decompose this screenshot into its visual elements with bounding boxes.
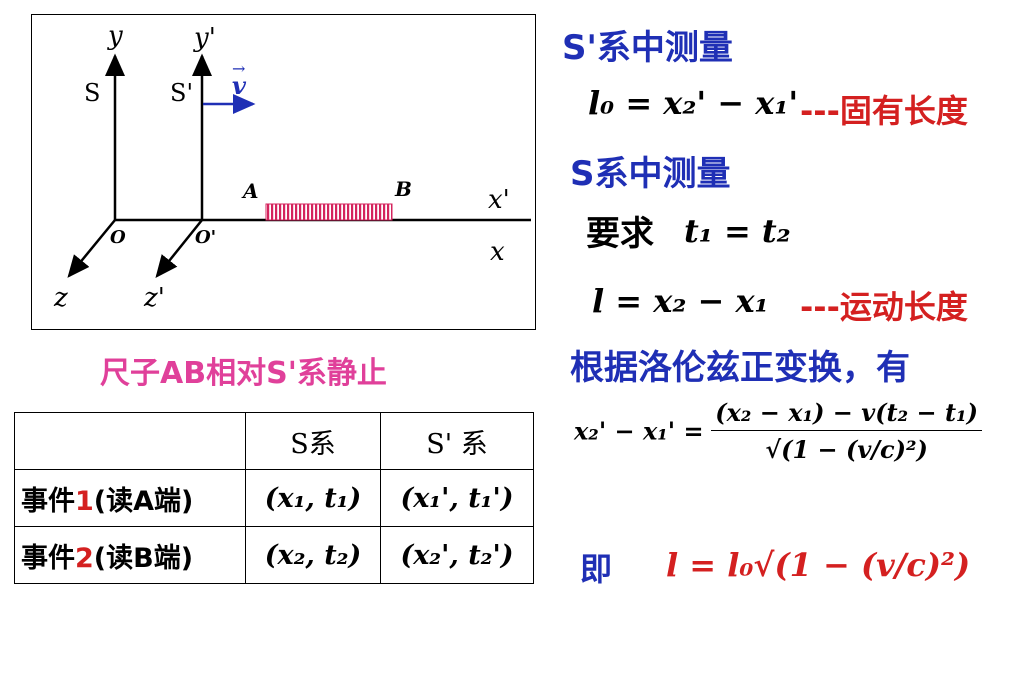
require-label: 要求 — [586, 214, 654, 254]
proper-length-note: ---固有长度 — [800, 92, 968, 130]
s-z-axis — [66, 218, 116, 278]
label-o: O — [110, 227, 126, 248]
velocity-vector-mark: → — [232, 59, 246, 78]
table-header-row: S系 S' 系 — [14, 412, 534, 470]
lorentz-numerator: (x₂ − x₁) − v(t₂ − t₁) — [711, 398, 982, 431]
label-y-prime: y' — [194, 23, 216, 53]
heading-s-prime: S'系中测量 — [562, 28, 733, 68]
heading-s: S系中测量 — [570, 154, 731, 194]
proper-length-equation: l₀ = x₂' − x₁' — [588, 84, 799, 122]
label-z-prime: z' — [144, 283, 165, 313]
table-header-cell — [14, 412, 246, 470]
contraction-equation: l = l₀√(1 − (v/c)²) — [666, 546, 971, 584]
s-prime-coords: (x₁', t₁') — [380, 469, 534, 527]
table-header-cell: S系 — [245, 412, 381, 470]
table-header-cell: S' 系 — [380, 412, 534, 470]
label-s-prime: S' — [170, 79, 194, 107]
event-label: 事件2(读B端) — [14, 526, 246, 584]
s-coords: (x₁, t₁) — [245, 469, 381, 527]
table-row: 事件1(读A端) (x₁, t₁) (x₁', t₁') — [14, 469, 534, 527]
conclusion-label: 即 — [580, 550, 613, 588]
rod-ab — [265, 203, 392, 220]
label-s: S — [84, 79, 101, 107]
event-label: 事件1(读A端) — [14, 469, 246, 527]
label-x: x — [490, 237, 505, 267]
coordinate-diagram — [66, 53, 531, 278]
lorentz-equation: x₂' − x₁' = (x₂ − x₁) − v(t₂ − t₁) √(1 −… — [574, 398, 982, 464]
s-coords: (x₂, t₂) — [245, 526, 381, 584]
lorentz-lhs: x₂' − x₁' = — [574, 416, 704, 446]
label-v: v — [232, 71, 246, 100]
label-z: z — [54, 283, 68, 313]
heading-lorentz: 根据洛伦兹正变换，有 — [570, 348, 910, 388]
lorentz-denominator: √(1 − (v/c)²) — [765, 435, 928, 464]
label-x-prime: x' — [488, 185, 510, 215]
label-o-prime: O' — [195, 227, 217, 248]
table-row: 事件2(读B端) (x₂, t₂) (x₂', t₂') — [14, 526, 534, 584]
moving-length-equation: l = x₂ − x₁ — [592, 282, 769, 320]
diagram-caption: 尺子AB相对S'系静止 — [100, 356, 387, 391]
label-b: B — [395, 177, 412, 201]
label-y: y — [108, 21, 123, 51]
event-table: S系 S' 系 事件1(读A端) (x₁, t₁) (x₁', t₁') 事件2… — [14, 412, 534, 584]
simultaneity-equation: t₁ = t₂ — [684, 212, 791, 250]
s-prime-coords: (x₂', t₂') — [380, 526, 534, 584]
lorentz-fraction: (x₂ − x₁) − v(t₂ − t₁) √(1 − (v/c)²) — [711, 398, 982, 464]
s-prime-z-axis — [154, 218, 203, 278]
label-a: A — [243, 179, 259, 203]
moving-length-note: ---运动长度 — [800, 288, 968, 326]
diagram-frame: y y' S S' v → A B x' x O O' z z' — [31, 14, 536, 330]
